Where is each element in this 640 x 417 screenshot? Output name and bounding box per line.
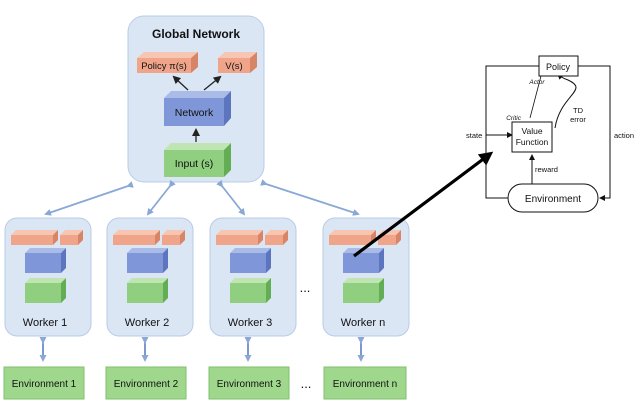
global-network-title: Global Network — [152, 27, 240, 41]
policy-output-block: Policy π(s) — [137, 52, 198, 73]
connector-worker-n — [260, 179, 360, 216]
actor-critic-diagram: Policy Actor Critic Value Function TD er… — [466, 55, 634, 213]
worker-panel — [106, 217, 194, 337]
global-worker-connectors — [44, 179, 360, 216]
worker-1: Worker 1 — [4, 217, 92, 362]
ac-environment-label: Environment — [525, 194, 581, 205]
worker-panel — [322, 217, 410, 337]
worker-policy-block — [329, 230, 376, 245]
network-label: Network — [175, 107, 214, 119]
environment-box — [208, 366, 290, 400]
policy-output-label: Policy π(s) — [141, 61, 187, 72]
worker-value-block — [265, 230, 288, 245]
policy-box — [538, 55, 579, 77]
state-loop-line — [485, 65, 539, 199]
critic-to-actor-line — [529, 75, 542, 119]
worker-input-block — [127, 278, 168, 303]
workers-row: Worker 1 Environment 1 Worker 2 Environment… — [3, 217, 410, 400]
value-function-label-line2: Function — [516, 137, 549, 147]
connector-worker-1 — [44, 181, 134, 216]
action-line — [578, 65, 611, 201]
action-label: action — [614, 131, 634, 140]
actor-label: Actor — [528, 79, 545, 86]
worker-value-block — [60, 230, 83, 245]
worker-value-block — [378, 230, 401, 245]
worker-3: Worker 3 — [209, 217, 297, 362]
worker-network-block — [343, 248, 384, 273]
worker-panel — [4, 217, 92, 337]
value-function-label-line1: Value — [521, 126, 542, 136]
environment-label: Environment 2 — [114, 379, 179, 390]
worker-network-block — [127, 248, 168, 273]
value-output-label: V(s) — [225, 61, 242, 72]
workers-ellipsis: ... — [300, 280, 311, 295]
ac-environment-box — [507, 183, 599, 213]
zoom-arrow — [353, 151, 494, 258]
environment-3: Environment 3 — [208, 366, 290, 400]
arrow-network-to-value — [203, 75, 222, 91]
input-block: Input (s) — [164, 143, 231, 177]
worker-policy-block — [216, 230, 263, 245]
worker-label: Worker 2 — [125, 317, 169, 329]
worker-input-block — [25, 278, 66, 303]
environment-box — [323, 366, 407, 400]
worker-input-block — [230, 278, 271, 303]
critic-label: Critic — [506, 115, 522, 122]
worker-label: Worker 3 — [228, 317, 272, 329]
worker-network-block — [25, 248, 66, 273]
environment-label: Environment n — [333, 379, 397, 390]
environment-label: Environment 3 — [217, 379, 282, 390]
worker-input-block — [343, 278, 384, 303]
worker-label: Worker 1 — [23, 317, 67, 329]
worker-panel — [209, 217, 297, 337]
reward-label: reward — [535, 165, 558, 174]
environment-label: Environment 1 — [12, 379, 77, 390]
input-label: Input (s) — [175, 158, 214, 170]
arrow-network-to-policy — [172, 75, 189, 91]
worker-policy-block — [11, 230, 58, 245]
td-error-label-line1: TD — [573, 106, 584, 115]
worker-label: Worker n — [341, 317, 385, 329]
worker-2: Worker 2 — [106, 217, 194, 362]
worker-network-block — [230, 248, 271, 273]
global-network-panel: Global Network Policy π(s) V(s) Network — [127, 15, 265, 183]
connector-worker-2 — [146, 179, 176, 216]
environments-ellipsis: ... — [301, 376, 312, 391]
environment-box — [105, 366, 187, 400]
environment-box — [3, 366, 85, 400]
worker-policy-block — [113, 230, 160, 245]
value-function-box — [511, 121, 553, 153]
worker-value-block — [162, 230, 185, 245]
state-label: state — [466, 131, 482, 140]
policy-box-label: Policy — [546, 62, 571, 72]
connector-worker-3 — [216, 179, 246, 216]
value-output-block: V(s) — [218, 52, 257, 73]
td-error-label-line2: error — [570, 115, 586, 124]
network-block: Network — [164, 91, 231, 126]
worker-4: Worker n — [322, 217, 410, 362]
environment-1: Environment 1 — [3, 366, 85, 400]
environment-4: Environment n — [323, 366, 407, 400]
environment-2: Environment 2 — [105, 366, 187, 400]
